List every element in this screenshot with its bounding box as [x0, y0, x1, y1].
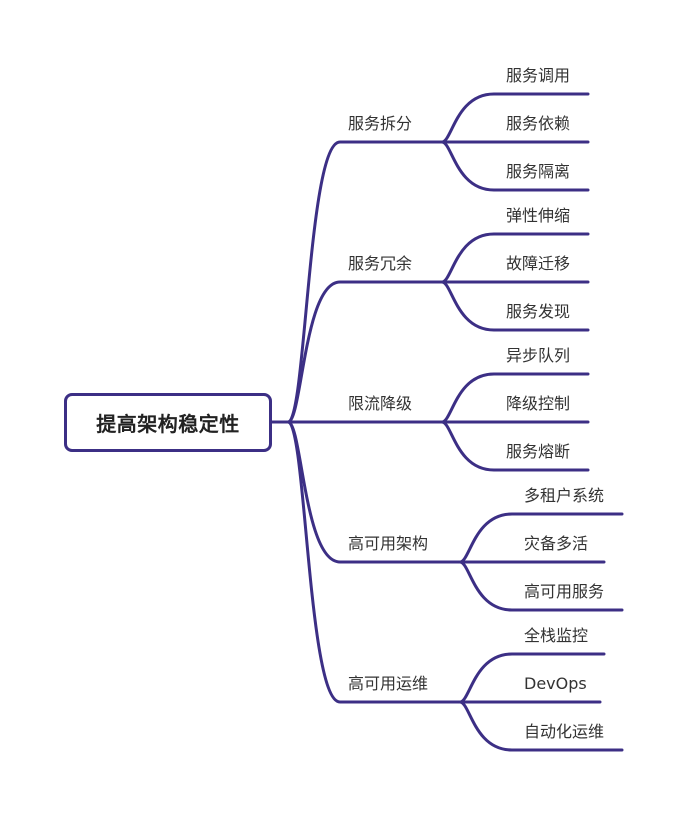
connector-branch-2-child-1: [440, 232, 590, 284]
connector-branch-1-child-3: [440, 140, 590, 192]
root-node-label: 提高架构稳定性: [96, 412, 240, 436]
branch-label-ha-architecture[interactable]: 高可用架构: [348, 534, 429, 553]
connector-branch-5-child-3: [458, 700, 624, 752]
root-node[interactable]: 提高架构稳定性: [64, 393, 272, 452]
branch-label-ha-operations[interactable]: 高可用运维: [348, 674, 429, 693]
connector-branch-5-child-1: [458, 652, 606, 704]
leaf-label-service-isolation[interactable]: 服务隔离: [506, 162, 571, 181]
leaf-label-devops[interactable]: DevOps: [524, 674, 587, 693]
branch-label-service-split[interactable]: 服务拆分: [348, 114, 413, 133]
leaf-label-elastic-scaling[interactable]: 弹性伸缩: [506, 206, 571, 225]
connector-branch-3-child-1: [440, 372, 590, 424]
connector-branch-1-child-1: [440, 92, 590, 144]
leaf-label-multi-tenant-system[interactable]: 多租户系统: [524, 486, 605, 505]
leaf-label-automated-operations[interactable]: 自动化运维: [524, 722, 605, 741]
leaf-label-failover[interactable]: 故障迁移: [506, 254, 571, 273]
leaf-label-async-queue[interactable]: 异步队列: [506, 346, 571, 365]
leaf-label-service-call[interactable]: 服务调用: [506, 66, 571, 85]
connector-branch-4-child-3: [458, 560, 624, 612]
leaf-label-ha-service[interactable]: 高可用服务: [524, 582, 605, 601]
leaf-label-service-discovery[interactable]: 服务发现: [506, 302, 571, 321]
leaf-label-circuit-breaker[interactable]: 服务熔断: [506, 442, 571, 461]
leaf-label-service-dependency[interactable]: 服务依赖: [506, 114, 571, 133]
leaf-label-degrade-control[interactable]: 降级控制: [506, 394, 571, 413]
branch-label-service-redundancy[interactable]: 服务冗余: [348, 254, 413, 273]
connector-root-to-branch-5: [270, 420, 462, 704]
branch-label-rate-limit-degrade[interactable]: 限流降级: [348, 394, 413, 413]
connector-branch-2-child-3: [440, 280, 590, 332]
connector-branch-4-child-1: [458, 512, 624, 564]
leaf-label-full-stack-monitoring[interactable]: 全栈监控: [524, 626, 589, 645]
connector-root-to-branch-2: [270, 280, 444, 424]
leaf-label-disaster-recovery-active[interactable]: 灾备多活: [524, 534, 589, 553]
connector-branch-3-child-3: [440, 420, 590, 472]
